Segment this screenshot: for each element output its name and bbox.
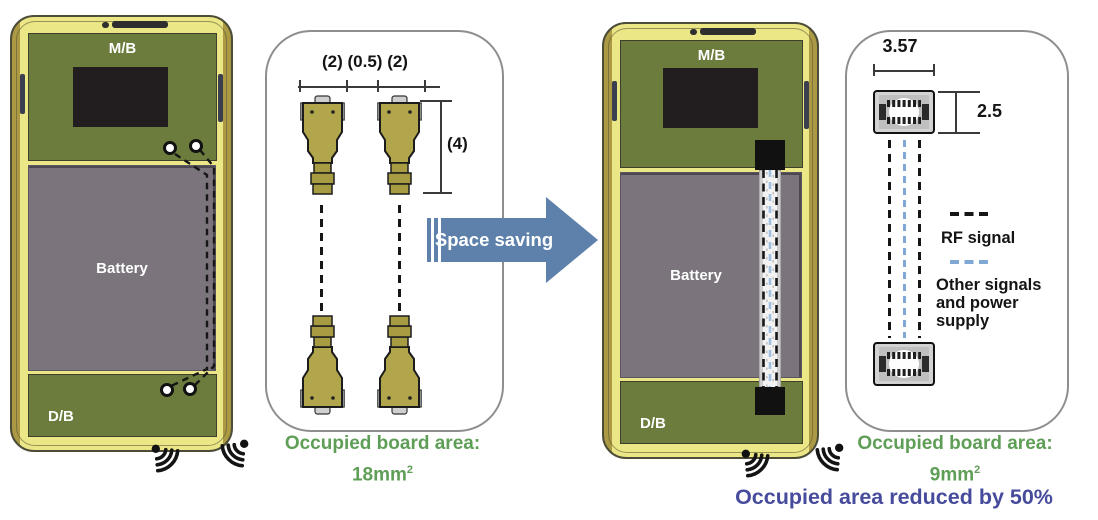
legend-rf-label: RF signal	[941, 229, 1016, 247]
daughterboard-label: D/B	[48, 408, 74, 425]
daughterboard-label: D/B	[640, 415, 666, 432]
other-dash-swatch	[950, 260, 992, 264]
occupied-area-caption-after: Occupied board area: 9mm2	[835, 431, 1075, 488]
b2b-connector-bottom	[755, 387, 785, 415]
chip-rectangle	[73, 67, 168, 127]
combined-signal-strip	[759, 170, 781, 387]
side-button-left	[20, 74, 25, 114]
side-button-right	[218, 74, 223, 122]
rf-signal-dash-line	[918, 140, 922, 338]
antenna-icon	[727, 435, 784, 492]
coax-connector-icon	[300, 95, 345, 195]
coax-receptacle-icon	[160, 383, 174, 397]
dimension-tick	[346, 80, 348, 92]
dimension-tick	[299, 80, 301, 92]
reduction-note: Occupied area reduced by 50%	[735, 485, 1053, 509]
caption-sup: 2	[974, 464, 981, 476]
b2b-connector-icon	[873, 342, 935, 386]
chip-rectangle	[663, 68, 758, 128]
height-dimension-label: 2.5	[977, 101, 1003, 121]
coax-receptacle-icon	[189, 139, 203, 153]
dimension-tick	[933, 64, 935, 76]
cable-dash-line	[320, 205, 323, 313]
coax-connector-icon	[300, 315, 345, 415]
battery-label: Battery	[96, 259, 148, 277]
space-saving-arrow: Space saving	[427, 197, 599, 283]
caption-value: 18mm	[351, 464, 407, 486]
coax-cable-routing	[170, 149, 216, 388]
coax-receptacle-icon	[163, 141, 177, 155]
width-dimension-label: 3.57	[882, 36, 918, 56]
dimension-line	[873, 70, 935, 72]
rf-signal-dash-line	[888, 140, 892, 338]
coax-connector-icon	[377, 95, 422, 195]
sensor-dot	[102, 22, 109, 28]
caption-line1: Occupied board area:	[284, 433, 481, 454]
speaker-notch	[700, 28, 756, 35]
dimension-line	[298, 86, 440, 88]
occupied-area-caption-before: Occupied board area: 18mm2	[260, 431, 505, 488]
legend-other-label: Other signals and power supply	[936, 276, 1042, 330]
dimension-tick	[424, 80, 426, 92]
coax-receptacle-icon	[183, 382, 197, 396]
phone-after: M/B Battery D/B	[602, 22, 844, 478]
battery-label: Battery	[670, 266, 722, 284]
antenna-icon	[207, 425, 264, 482]
dimension-tick	[938, 91, 980, 93]
arrow-tail-stripe	[434, 218, 438, 262]
rf-dash-swatch	[950, 212, 992, 216]
dimension-tick	[420, 100, 452, 102]
daughterboard-area: D/B	[28, 374, 217, 437]
side-button-left	[612, 81, 617, 121]
dimension-tick	[423, 192, 452, 194]
arrow-tail-stripe	[427, 218, 431, 262]
antenna-icon	[137, 430, 194, 487]
side-button-right	[804, 81, 809, 129]
caption-line1: Occupied board area:	[857, 433, 1053, 454]
coax-connector-icon	[377, 315, 422, 415]
battery-area: Battery	[28, 165, 216, 371]
sensor-dot	[690, 29, 697, 35]
dimension-line	[955, 91, 957, 133]
dimension-tick	[873, 64, 875, 76]
mainboard-label: M/B	[697, 47, 726, 64]
other-signal-dash-line	[903, 140, 907, 338]
height-dimension-label: (4)	[447, 134, 468, 153]
phone-before: M/B Battery D/B	[10, 15, 249, 473]
dimension-tick	[938, 132, 980, 134]
cable-dash-line	[398, 205, 401, 313]
caption-value: 9mm	[929, 464, 975, 486]
caption-sup: 2	[406, 464, 414, 476]
mainboard-label: M/B	[108, 40, 137, 57]
arrow-head	[546, 197, 598, 283]
b2b-connector-icon	[873, 90, 935, 134]
arrow-label: Space saving	[434, 229, 554, 250]
dimension-tick	[377, 80, 379, 92]
antenna-icon	[802, 429, 859, 486]
speaker-notch	[112, 21, 168, 28]
mainboard-area: M/B	[28, 33, 217, 161]
arrow-body	[441, 218, 547, 262]
dimension-line	[440, 100, 442, 194]
b2b-connector-top	[755, 140, 785, 170]
width-dimension-label: (2) (0.5) (2)	[322, 52, 408, 71]
